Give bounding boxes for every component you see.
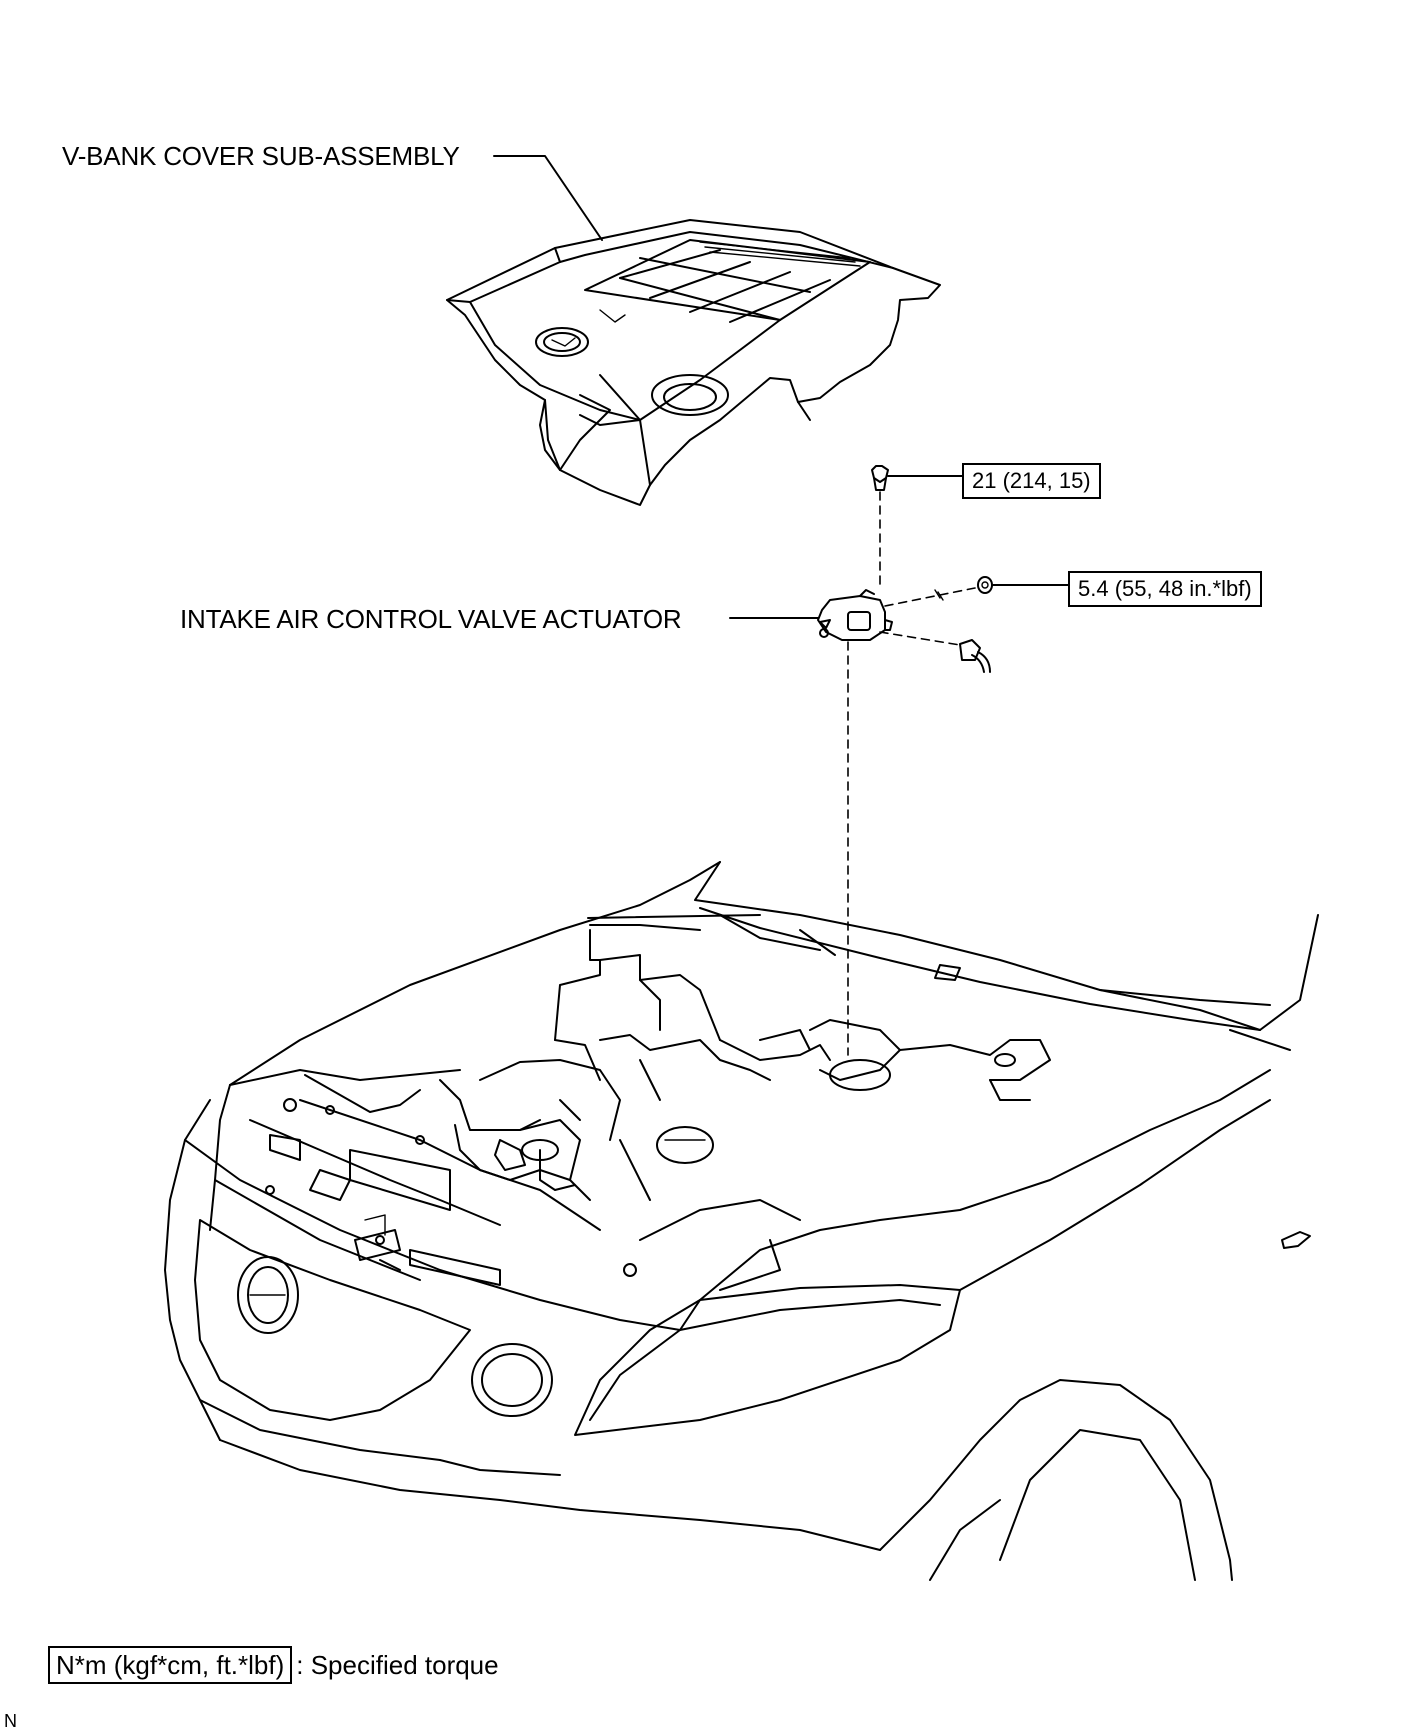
- nut-drawing: [934, 576, 1069, 601]
- intake-actuator-drawing: [817, 589, 893, 641]
- v-bank-cover-drawing: [446, 219, 941, 506]
- connector-drawing: [959, 639, 991, 673]
- legend-unit-box: N*m (kgf*cm, ft.*lbf): [48, 1646, 293, 1684]
- bolt-drawing: [871, 465, 963, 491]
- torque-legend: N*m (kgf*cm, ft.*lbf) : Specified torque: [48, 1646, 499, 1684]
- intake-actuator-label: INTAKE AIR CONTROL VALVE ACTUATOR: [180, 604, 682, 634]
- car-drawing: [164, 861, 1319, 1581]
- legend-description: : Specified torque: [296, 1650, 499, 1680]
- v-bank-cover-label: V-BANK COVER SUB-ASSEMBLY: [62, 141, 460, 171]
- v-bank-leader: [493, 155, 603, 241]
- bolt-torque-box: 21 (214, 15): [962, 463, 1101, 499]
- nut-torque-box: 5.4 (55, 48 in.*lbf): [1068, 571, 1262, 607]
- corner-mark: N: [4, 1711, 17, 1731]
